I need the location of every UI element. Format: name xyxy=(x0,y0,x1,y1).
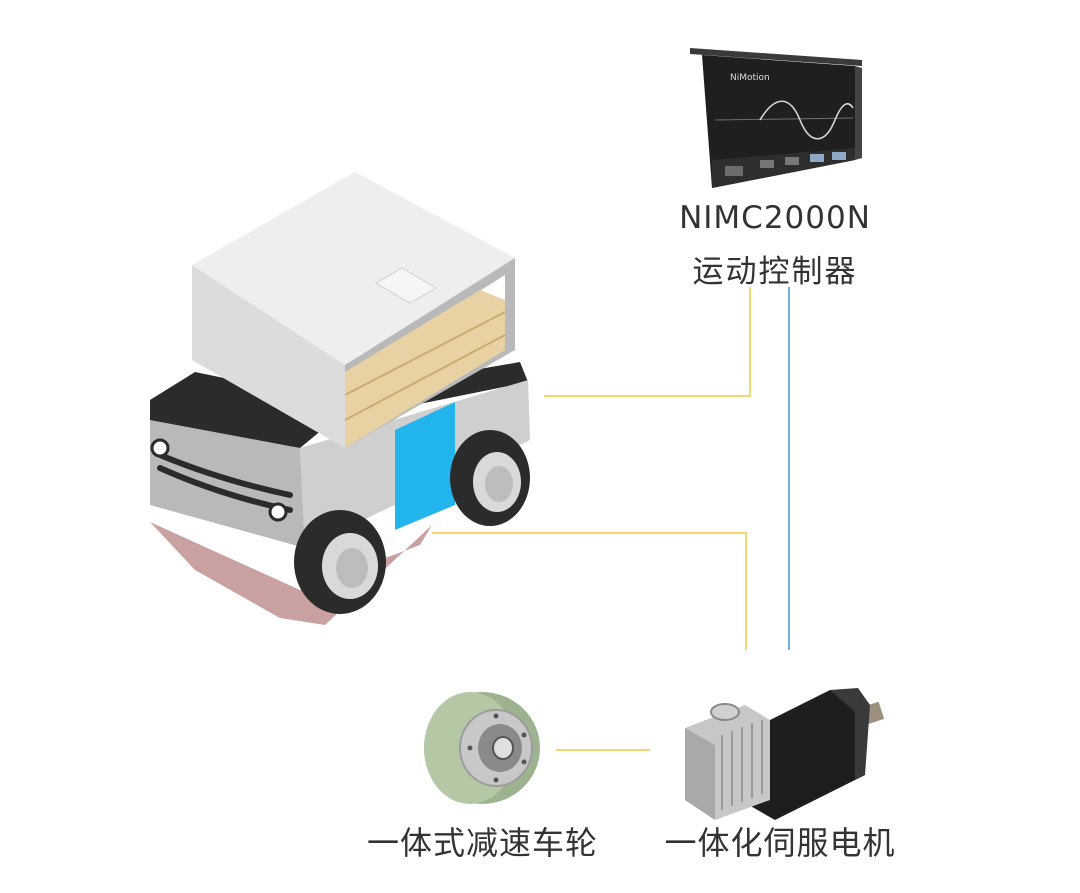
controller-port-5 xyxy=(725,166,743,176)
controller-port-1 xyxy=(760,160,774,168)
wheel-name-label: 一体式减速车轮 xyxy=(366,824,598,862)
motor-name-label: 一体化伺服电机 xyxy=(664,824,896,862)
motor-body xyxy=(740,690,865,820)
motor-drive-fins xyxy=(721,720,763,810)
cargo-package-bottom xyxy=(345,335,505,448)
agv-front-face xyxy=(150,420,305,548)
wheel-bolt-1 xyxy=(493,713,499,719)
motor-connector xyxy=(710,703,740,721)
cargo-package-top xyxy=(345,290,505,420)
controller-waveform xyxy=(759,100,854,140)
controller-port-3 xyxy=(810,154,824,162)
agv-to-motor-line xyxy=(432,532,747,650)
agv-to-controller-line xyxy=(544,287,751,397)
controller-brand-logo: NiMotion xyxy=(730,73,770,83)
cargo-package-edge xyxy=(344,334,506,421)
wheel-bolt-4 xyxy=(493,777,499,783)
controller-model-label: NIMC2000N xyxy=(679,200,871,236)
motor-flange xyxy=(830,688,870,780)
motor-drive-front xyxy=(685,728,715,820)
controller-port-4 xyxy=(832,152,846,160)
servo-motor-image xyxy=(685,688,885,820)
controller-name-label: 运动控制器 xyxy=(692,254,858,290)
cargo-package-edge-2 xyxy=(344,311,506,396)
motion-controller-image: NiMotion xyxy=(690,48,862,188)
cargo-box-front xyxy=(192,265,345,448)
connector-lines xyxy=(432,287,790,751)
agv-headlight-left xyxy=(150,438,170,458)
controller-mount-plate xyxy=(690,48,862,66)
wheel-hub-center xyxy=(492,736,514,760)
wheel-bolt-5 xyxy=(467,745,473,751)
cargo-box-top xyxy=(192,172,515,365)
cargo-box-handle xyxy=(375,267,437,304)
agv-blue-panel xyxy=(395,402,455,530)
controller-side xyxy=(855,66,862,160)
wheel-bolt-2 xyxy=(521,732,527,738)
agv-headlight-right xyxy=(268,502,288,522)
wheel-bolt-3 xyxy=(521,759,527,765)
controller-port-2 xyxy=(785,157,799,165)
agv-wheel-front xyxy=(294,510,386,614)
controller-waveform-axis xyxy=(714,117,854,121)
agv-robot-illustration xyxy=(150,172,530,625)
reduction-wheel-image xyxy=(424,692,540,804)
agv-wheel-rear xyxy=(450,430,530,526)
